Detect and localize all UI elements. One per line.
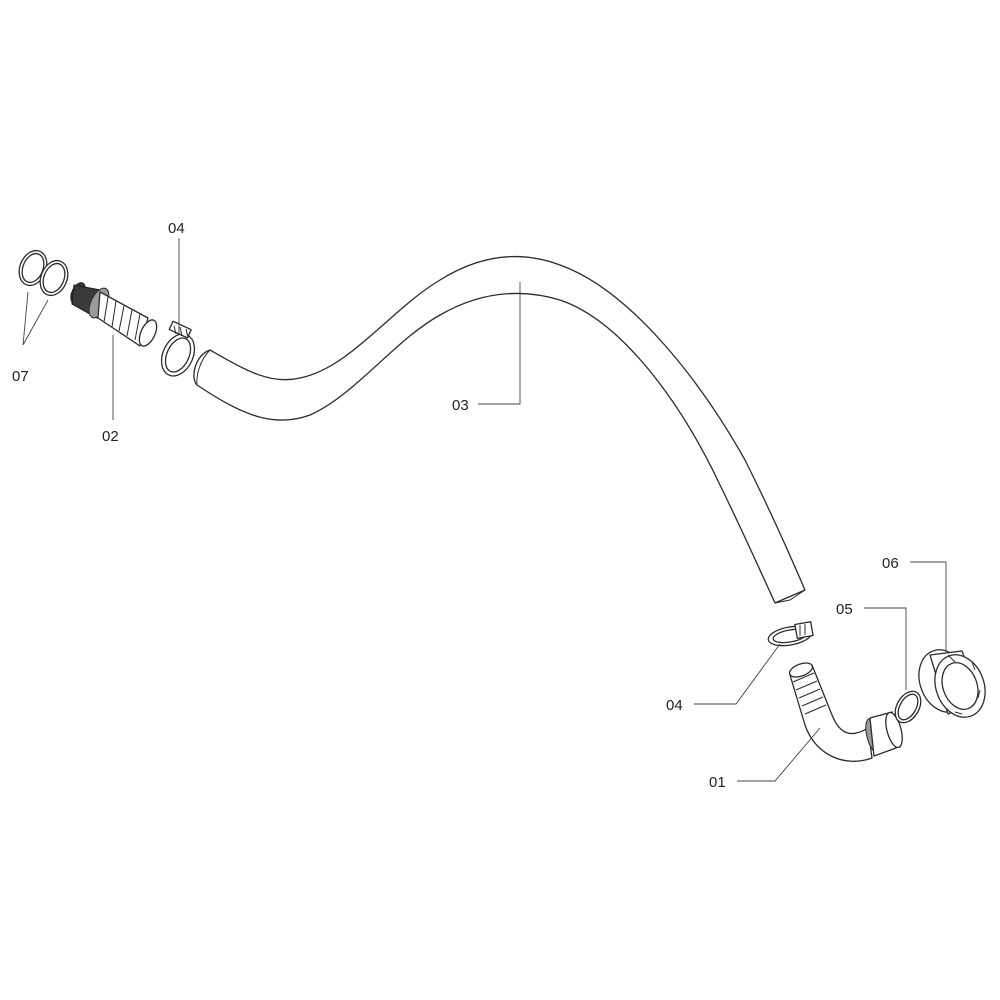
part-02-hose-connector [70,282,158,347]
leader-07 [22,291,49,346]
callout-05: 05 [836,601,853,618]
leader-03 [478,282,521,405]
leader-06 [910,561,947,652]
part-06-union-nut [918,649,986,718]
callout-06: 06 [882,555,899,572]
part-07-o-rings [18,249,69,297]
part-03-hose [193,256,806,604]
leader-01 [737,727,821,782]
callout-04-lower: 04 [666,697,683,714]
callout-03: 03 [452,397,469,414]
leader-lines [22,238,947,782]
callout-01: 01 [709,774,726,791]
callout-04-upper: 04 [168,220,185,237]
part-05-o-ring [894,690,922,724]
callout-02: 02 [102,428,119,445]
leader-05 [864,607,907,690]
part-04-hose-clamp-upper [160,320,196,377]
callout-07: 07 [12,368,29,385]
part-04-hose-clamp-lower [767,621,814,647]
part-01-elbow-fitting [788,662,903,762]
callout-labels: 07 02 04 03 06 05 04 01 [12,220,899,791]
leader-04-lower [694,643,781,705]
